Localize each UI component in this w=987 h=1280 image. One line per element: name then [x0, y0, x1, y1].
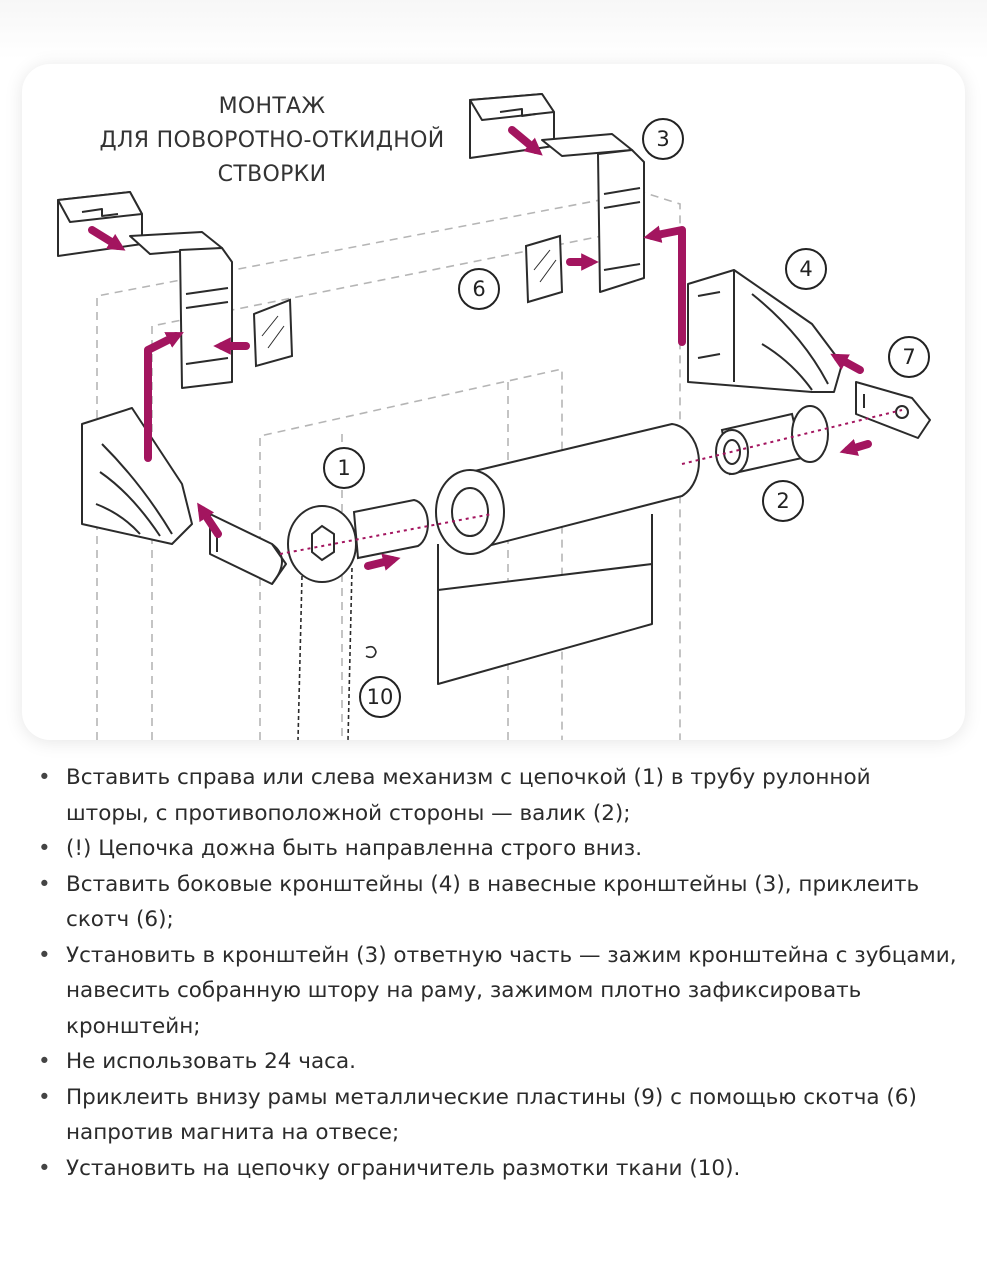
callout-7: 7 — [888, 336, 930, 378]
chain-mechanism — [287, 498, 429, 583]
diagram-card: МОНТАЖ ДЛЯ ПОВОРОТНО-ОТКИДНОЙ СТВОРКИ 3 … — [22, 64, 965, 740]
title-line-1: МОНТАЖ — [218, 94, 326, 119]
instruction-item: Приклеить внизу рамы металлические пласт… — [38, 1080, 958, 1151]
right-side-bracket — [687, 269, 843, 393]
diagram-title: МОНТАЖ ДЛЯ ПОВОРОТНО-ОТКИДНОЙ СТВОРКИ — [62, 90, 482, 192]
roller-tube — [435, 423, 700, 685]
callout-6: 6 — [458, 268, 500, 310]
instruction-item: (!) Цепочка дожна быть направленна строг… — [38, 831, 958, 867]
left-side-bracket — [81, 407, 193, 545]
instruction-item: Установить на цепочку ограничитель размо… — [38, 1151, 958, 1187]
instruction-list: Вставить справа или слева механизм с цеп… — [38, 760, 958, 1186]
right-adhesive-tape — [524, 234, 564, 304]
callout-2: 2 — [762, 480, 804, 522]
title-line-3: СТВОРКИ — [217, 162, 327, 187]
idler-plug — [715, 405, 829, 476]
installation-diagram — [57, 93, 931, 740]
top-fade — [0, 0, 987, 60]
axis-lines — [279, 409, 903, 555]
left-clip-plate — [209, 513, 287, 585]
instruction-item: Установить в кронштейн (3) ответную част… — [38, 938, 958, 1045]
assembly-arrows — [88, 126, 872, 571]
callout-3: 3 — [642, 118, 684, 160]
title-line-2: ДЛЯ ПОВОРОТНО-ОТКИДНОЙ — [99, 128, 445, 153]
right-clip-plate — [855, 381, 931, 439]
instruction-item: Вставить справа или слева механизм с цеп… — [38, 760, 958, 831]
bead-chain — [297, 567, 377, 740]
callout-1: 1 — [323, 447, 365, 489]
callout-4: 4 — [785, 248, 827, 290]
left-adhesive-tape — [252, 298, 294, 368]
instruction-item: Вставить боковые кронштейны (4) в навесн… — [38, 867, 958, 938]
callout-10: 10 — [359, 676, 401, 718]
instruction-item: Не использовать 24 часа. — [38, 1044, 958, 1080]
